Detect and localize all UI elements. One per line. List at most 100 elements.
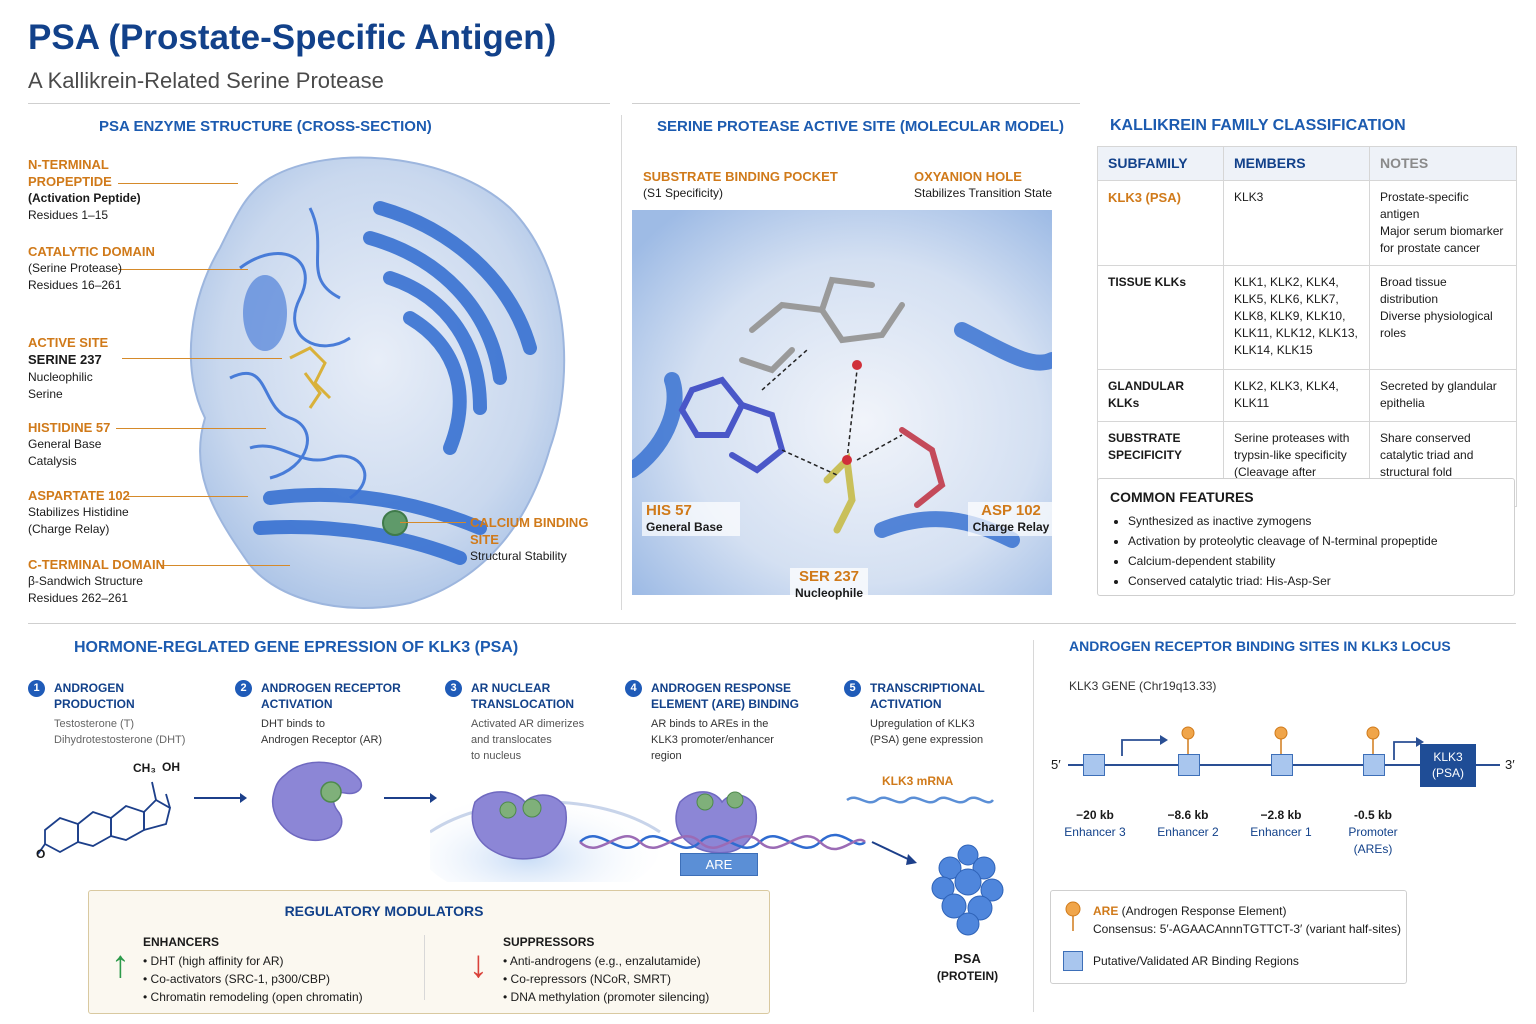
molecule-oh: OH — [162, 760, 180, 774]
step-desc: Upregulation of KLK3(PSA) gene expressio… — [870, 718, 984, 746]
title-divider-right — [632, 103, 1080, 104]
regulatory-modulators-box: REGULATORY MODULATORS ↑ ENHANCERS • DHT … — [88, 890, 770, 1014]
list-item: • Co-activators (SRC-1, p300/CBP) — [143, 972, 330, 986]
ar-binding-region — [1178, 754, 1200, 776]
list-item: • DNA methylation (promoter silencing) — [503, 990, 710, 1004]
features-list: Synthesized as inactive zymogens Activat… — [1110, 511, 1502, 591]
features-heading: COMMON FEATURES — [1110, 489, 1254, 505]
list-item: Conserved catalytic triad: His-Asp-Ser — [1128, 571, 1502, 591]
label-catalytic-domain: CATALYTIC DOMAIN (Serine Protease) Resid… — [28, 244, 155, 292]
panel-divider — [621, 115, 622, 610]
table-row: SUBSTRATE SPECIFICITY Serine proteases w… — [1097, 421, 1517, 507]
cell-members: KLK2, KLK3, KLK4,KLK11 — [1223, 369, 1370, 422]
klk3-gene-box: KLK3(PSA) — [1420, 744, 1476, 787]
are-label: ARE — [680, 853, 758, 876]
nuclear-translocation-illustration — [430, 791, 866, 882]
kallikrein-table: SUBFAMILY MEMBERS NOTES KLK3 (PSA) KLK3 … — [1097, 146, 1517, 507]
leader-line — [400, 522, 466, 523]
label-n-terminal: N-TERMINAL PROPEPTIDE (Activation Peptid… — [28, 157, 141, 222]
label-oxyanion-hole: OXYANION HOLE Stabilizes Transition Stat… — [914, 169, 1053, 200]
leader-line — [122, 358, 282, 359]
label-ser237: SER 237 Nucleophile — [790, 568, 868, 602]
leader-line — [116, 428, 266, 429]
modulators-divider — [424, 935, 425, 1000]
step-number: 3 — [445, 680, 462, 697]
list-item: Activation by proteolytic cleavage of N-… — [1128, 531, 1502, 551]
expression-heading: HORMONE-REGLATED GENE EPRESSION OF KLK3 … — [74, 639, 519, 656]
list-item: Synthesized as inactive zymogens — [1128, 511, 1502, 531]
are-pin-icon — [1274, 726, 1288, 754]
molecule-ch3: CH₃ — [133, 761, 156, 775]
active-site-heading: SERINE PROTEASE ACTIVE SITE (MOLECULAR M… — [657, 118, 1064, 135]
androgen-receptor-illustration — [271, 761, 362, 842]
legend-are: ARE (Androgen Response Element) Consensu… — [1093, 904, 1401, 936]
are-pin-icon — [1181, 726, 1195, 754]
step-number: 2 — [235, 680, 252, 697]
arrow-right-icon — [194, 793, 247, 803]
psa-protein-label: PSA(PROTEIN) — [936, 951, 999, 983]
modulators-heading: REGULATORY MODULATORS — [284, 903, 484, 919]
title-divider — [28, 103, 610, 104]
list-item: • Chromatin remodeling (open chromatin) — [143, 990, 363, 1004]
legend-region: Putative/Validated AR Binding Regions — [1093, 954, 1299, 968]
legend-region-swatch — [1063, 951, 1083, 971]
list-item: • DHT (high affinity for AR) — [143, 954, 284, 968]
panel-divider — [1033, 640, 1034, 1012]
col-notes: NOTES — [1369, 146, 1517, 181]
three-prime-label: 3′ — [1505, 757, 1515, 772]
leader-line — [128, 496, 248, 497]
family-heading: KALLIKREIN FAMILY CLASSIFICATION — [1110, 117, 1406, 134]
steroid-molecule-illustration — [37, 781, 172, 855]
enzyme-structure-illustration — [189, 156, 566, 609]
label-active-site: ACTIVE SITE SERINE 237 Nucleophilic Seri… — [28, 335, 109, 401]
label-his57: HIS 57 General Base — [642, 502, 740, 536]
transcription-start-arrow-icon — [1393, 737, 1424, 760]
page-subtitle: A Kallikrein-Related Serine Protease — [28, 68, 384, 93]
common-features-box: COMMON FEATURES Synthesized as inactive … — [1097, 478, 1515, 596]
locus-line — [1068, 764, 1420, 766]
label-c-terminal: C-TERMINAL DOMAIN β-Sandwich Structure R… — [28, 557, 165, 605]
list-item: Calcium-dependent stability — [1128, 551, 1502, 571]
enhancers-list: • DHT (high affinity for AR) • Co-activa… — [143, 952, 363, 1006]
label-binding-pocket: SUBSTRATE BINDING POCKET (S1 Specificity… — [643, 169, 838, 200]
cell-subfamily: GLANDULAR KLKs — [1097, 369, 1224, 422]
label-histidine-57: HISTIDINE 57 General Base Catalysis — [28, 420, 111, 468]
locus-line-end — [1476, 764, 1500, 766]
gene-label: KLK3 GENE (Chr19q13.33) — [1069, 679, 1217, 693]
col-subfamily: SUBFAMILY — [1097, 146, 1224, 181]
leader-line — [118, 269, 248, 270]
list-item: • Anti-androgens (e.g., enzalutamide) — [503, 954, 701, 968]
table-row: GLANDULAR KLKs KLK2, KLK3, KLK4,KLK11 Se… — [1097, 369, 1517, 422]
cell-members: KLK1, KLK2, KLK4,KLK5, KLK6, KLK7,KLK8, … — [1223, 265, 1370, 370]
step-number: 5 — [844, 680, 861, 697]
arrow-right-icon — [871, 841, 917, 865]
label-calcium-site: CALCIUM BINDING SITE Structural Stabilit… — [470, 515, 589, 563]
locus-legend: ARE (Androgen Response Element) Consensu… — [1050, 890, 1407, 984]
step-number: 4 — [625, 680, 642, 697]
are-pin-icon — [1065, 901, 1081, 931]
psa-protein-illustration — [931, 844, 1004, 936]
ar-binding-region — [1083, 754, 1105, 776]
down-arrow-icon: ↓ — [469, 944, 488, 986]
leader-line — [118, 183, 238, 184]
page-title: PSA (Prostate-Specific Antigen) — [28, 18, 557, 57]
structure-heading: PSA ENZYME STRUCTURE (CROSS-SECTION) — [99, 118, 432, 135]
step-desc: Testosterone (T)Dihydrotestosterone (DHT… — [54, 718, 186, 746]
are-pin-icon — [1366, 726, 1380, 754]
molecule-o: O — [36, 847, 46, 861]
cell-subfamily: KLK3 (PSA) — [1097, 180, 1224, 266]
cell-members: KLK3 — [1223, 180, 1370, 266]
locus-heading: ANDROGEN RECEPTOR BINDING SITES IN KLK3 … — [1069, 638, 1451, 654]
